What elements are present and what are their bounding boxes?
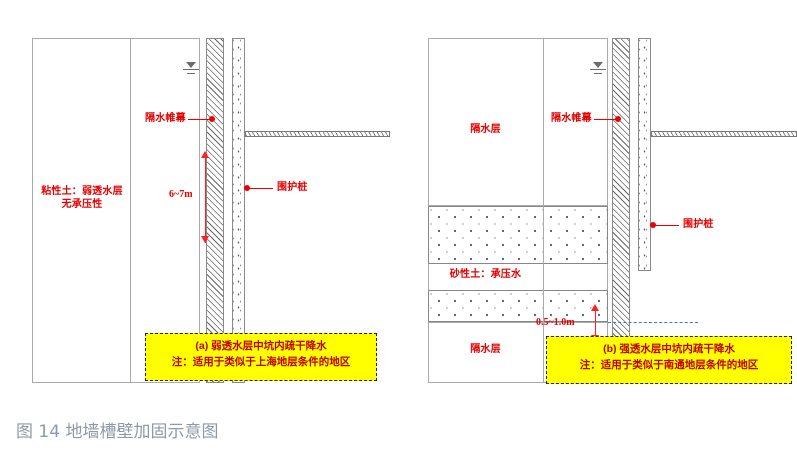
callout-title-b: (b) 强透水层中坑内疏干降水 xyxy=(603,343,735,355)
aquitard-upper-block-b xyxy=(428,38,608,206)
depth-dimension-arrow-top-a xyxy=(201,151,209,158)
sand-layer-lower-b xyxy=(428,290,608,322)
pile-label-b: 围护桩 xyxy=(683,219,714,230)
excavation-slab-a xyxy=(245,131,390,137)
pile-leader-dot-b xyxy=(650,222,656,228)
callout-box-a: (a) 弱透水层中坑内疏干降水 注：适用于类似于上海地层条件的地区 xyxy=(145,333,377,381)
waterproof-curtain-a xyxy=(206,38,224,383)
pile-label-a: 围护桩 xyxy=(277,182,308,193)
figure-drawing-area: 粘性土：弱透水层 无承压性 隔水帷幕 围护桩 6~7m (a) 弱透水层中坑内疏… xyxy=(0,0,797,405)
excavation-face-line-b xyxy=(543,38,544,383)
retaining-pile-b xyxy=(638,38,651,271)
groundwater-table-icon xyxy=(183,62,199,76)
callout-box-b: (b) 强透水层中坑内疏干降水 注：适用于类似于南通地层条件的地区 xyxy=(546,336,792,384)
sand-layer-upper-b xyxy=(428,206,608,264)
pile-leader-a xyxy=(245,188,273,189)
curtain-label-a: 隔水帷幕 xyxy=(145,113,186,124)
embedment-dimension-line-b xyxy=(595,308,596,342)
soil-block-a xyxy=(32,38,200,383)
soil-label-a-line1: 粘性土：弱透水层 xyxy=(41,186,123,197)
callout-title-a: (a) 弱透水层中坑内疏干降水 xyxy=(195,340,327,352)
curtain-label-b: 隔水帷幕 xyxy=(551,113,592,124)
pile-leader-b xyxy=(651,225,679,226)
diagram-panel-a: 粘性土：弱透水层 无承压性 隔水帷幕 围护桩 6~7m (a) 弱透水层中坑内疏… xyxy=(0,0,400,405)
soil-label-a: 粘性土：弱透水层 无承压性 xyxy=(32,185,132,211)
diagram-panel-b: 隔水层 砂性土：承压水 隔水层 隔水帷幕 围护桩 0.5~1.0m (b) 强透… xyxy=(400,0,797,405)
embedment-dimension-arrow-top-b xyxy=(591,304,599,311)
retaining-pile-a xyxy=(232,38,245,383)
figure-caption: 图 14 地墙槽壁加固示意图 xyxy=(16,422,219,442)
curtain-leader-a xyxy=(188,119,212,120)
callout-note-a: 注：适用于类似于上海地层条件的地区 xyxy=(171,356,351,368)
pile-leader-dot-a xyxy=(244,185,250,191)
soil-label-a-line2: 无承压性 xyxy=(61,199,103,210)
curtain-leader-dot-b xyxy=(615,116,621,122)
excavation-slab-b xyxy=(651,131,797,137)
curtain-leader-dot-a xyxy=(209,116,215,122)
waterproof-curtain-b xyxy=(612,38,630,341)
callout-note-b: 注：适用于类似于南通地层条件的地区 xyxy=(579,359,759,371)
sand-label-b: 砂性土：承压水 xyxy=(449,269,522,280)
embedment-dimension-text-b: 0.5~1.0m xyxy=(536,317,575,328)
depth-dimension-arrow-bottom-a xyxy=(201,236,209,243)
sand-label-band-b xyxy=(428,264,608,290)
excavation-face-line-a xyxy=(130,38,131,383)
sand-bottom-extension-line-b xyxy=(608,322,698,323)
curtain-leader-b xyxy=(594,119,618,120)
aquitard-lower-label-b: 隔水层 xyxy=(470,344,501,355)
depth-dimension-line-a xyxy=(205,155,206,243)
groundwater-table-icon xyxy=(590,62,606,76)
aquitard-upper-label-b: 隔水层 xyxy=(470,124,501,135)
depth-dimension-text-a: 6~7m xyxy=(169,189,193,200)
